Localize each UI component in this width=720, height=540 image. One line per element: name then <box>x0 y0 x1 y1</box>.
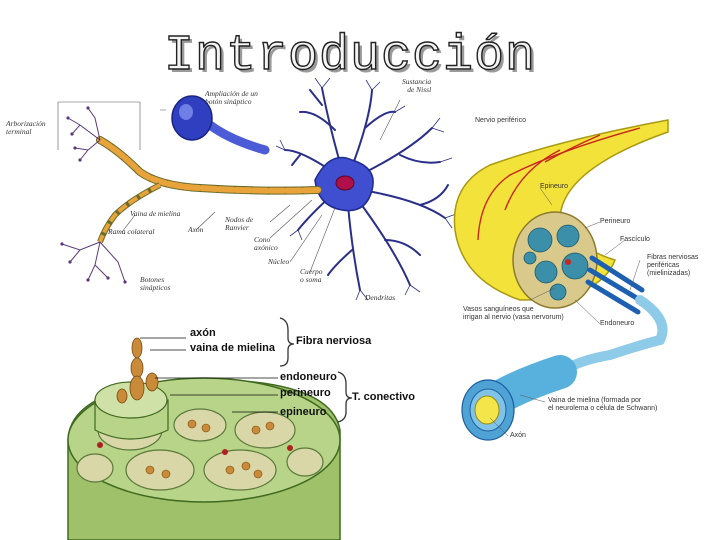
label-perineuro-section: perineuro <box>280 387 331 399</box>
label-axon-section: axón <box>190 327 216 339</box>
label-vaina-section: vaina de mielina <box>190 342 275 354</box>
label-endoneuro-section: endoneuro <box>280 371 337 383</box>
label-tejido-conectivo: T. conectivo <box>352 391 415 403</box>
label-fibra-nerviosa: Fibra nerviosa <box>296 335 371 347</box>
label-epineuro-section: epineuro <box>280 406 326 418</box>
